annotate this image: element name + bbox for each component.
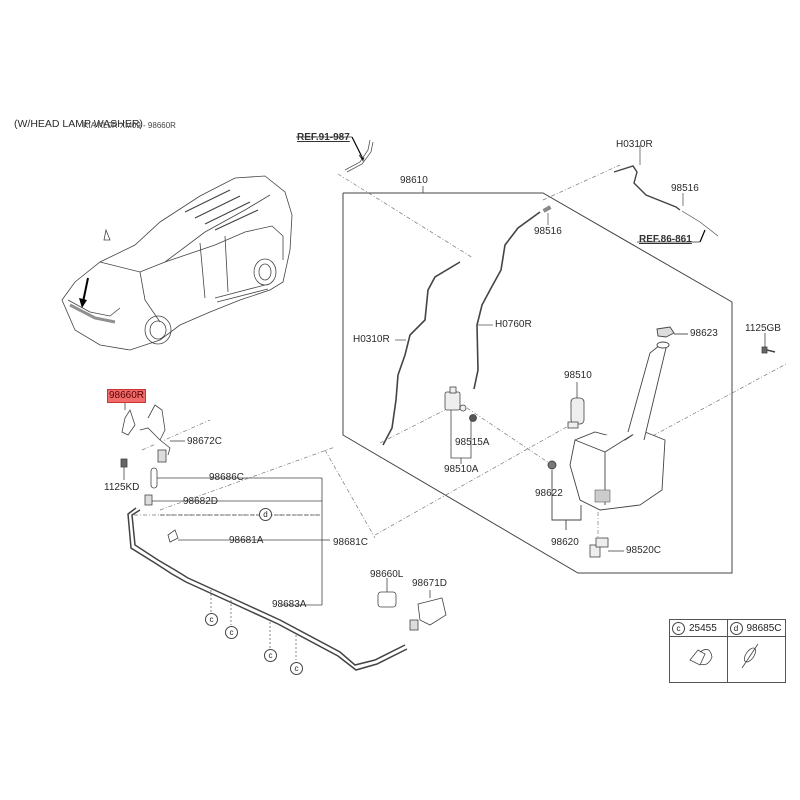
label-98610[interactable]: 98610 bbox=[400, 175, 428, 186]
legend-cell-clip-image bbox=[670, 637, 728, 682]
label-98683a[interactable]: 98683A bbox=[272, 599, 307, 610]
hose-h0760r bbox=[473, 211, 541, 390]
legend-part-98685c[interactable]: 98685C bbox=[746, 622, 782, 634]
legend-header-c: c 25455 bbox=[670, 620, 728, 637]
label-98671d[interactable]: 98671D bbox=[412, 578, 448, 589]
variant-note: (W/HEAD LAMP WASHER) bbox=[14, 118, 143, 130]
location-arrow bbox=[79, 277, 89, 308]
callout-c-3[interactable]: c bbox=[264, 649, 277, 662]
connector-98516-inner bbox=[542, 205, 552, 213]
callout-c-4[interactable]: c bbox=[290, 662, 303, 675]
legend-header-d: d 98685C bbox=[727, 620, 785, 637]
hose-98683a bbox=[131, 509, 406, 666]
callout-c-1[interactable]: c bbox=[205, 613, 218, 626]
callout-c-2[interactable]: c bbox=[225, 626, 238, 639]
label-98623[interactable]: 98623 bbox=[690, 328, 718, 339]
legend-marker-c: c bbox=[672, 621, 685, 635]
ref-86-861-link[interactable]: REF.86-861 bbox=[639, 234, 692, 245]
assembly-98610-outline bbox=[342, 192, 733, 574]
bolt-1125gb bbox=[761, 333, 776, 354]
label-98516-inner[interactable]: 98516 bbox=[534, 226, 562, 237]
label-98660r-highlighted[interactable]: 98660R bbox=[106, 389, 147, 403]
label-98660l[interactable]: 98660L bbox=[370, 569, 404, 580]
label-98672c[interactable]: 98672C bbox=[187, 436, 223, 447]
callout-d[interactable]: d bbox=[259, 508, 272, 521]
connection-lines bbox=[134, 164, 787, 539]
label-98510[interactable]: 98510 bbox=[564, 370, 592, 381]
label-h0760r[interactable]: H0760R bbox=[495, 319, 532, 330]
label-98686c[interactable]: 98686C bbox=[209, 472, 245, 483]
hose-h0310r-inner bbox=[382, 261, 461, 446]
legend-cell-clamp-image bbox=[728, 637, 786, 682]
label-98515a[interactable]: 98515A bbox=[455, 437, 490, 448]
label-98620[interactable]: 98620 bbox=[551, 537, 579, 548]
label-h0310r-top[interactable]: H0310R bbox=[616, 139, 653, 150]
ref-91-987-hose bbox=[296, 136, 374, 173]
ref-91-987-link[interactable]: REF.91-987 bbox=[297, 132, 350, 143]
reservoir-98620 bbox=[547, 326, 688, 530]
label-98520c[interactable]: 98520C bbox=[626, 545, 662, 556]
head-lamp-washer-assembly-right bbox=[120, 400, 330, 606]
legend-marker-d: d bbox=[729, 621, 743, 635]
vehicle-illustration bbox=[61, 175, 293, 351]
hose-h0310r-top bbox=[613, 145, 719, 243]
label-h0310r-inner[interactable]: H0310R bbox=[353, 334, 390, 345]
label-1125kd[interactable]: 1125KD bbox=[104, 482, 140, 493]
legend-table: c 25455 d 98685C bbox=[669, 619, 786, 683]
clamp-98685c-icon bbox=[741, 643, 759, 669]
label-98682d[interactable]: 98682D bbox=[183, 496, 219, 507]
label-98681a[interactable]: 98681A bbox=[229, 535, 264, 546]
head-lamp-washer-assembly-left bbox=[377, 578, 447, 631]
sensor-98520c bbox=[589, 537, 624, 558]
label-98622[interactable]: 98622 bbox=[535, 488, 563, 499]
clip-25455-icon bbox=[689, 649, 713, 666]
overlay-caption: KIA KL0R XM09 - 98660R bbox=[83, 121, 176, 130]
pump-98510 bbox=[567, 382, 585, 429]
label-98681c[interactable]: 98681C bbox=[333, 537, 369, 548]
legend-part-25455[interactable]: 25455 bbox=[689, 622, 717, 634]
label-98510a[interactable]: 98510A bbox=[444, 464, 479, 475]
label-98516-top[interactable]: 98516 bbox=[671, 183, 699, 194]
clip-arrows bbox=[210, 590, 297, 660]
pump-98510a bbox=[444, 386, 477, 464]
label-1125gb[interactable]: 1125GB bbox=[745, 323, 781, 334]
